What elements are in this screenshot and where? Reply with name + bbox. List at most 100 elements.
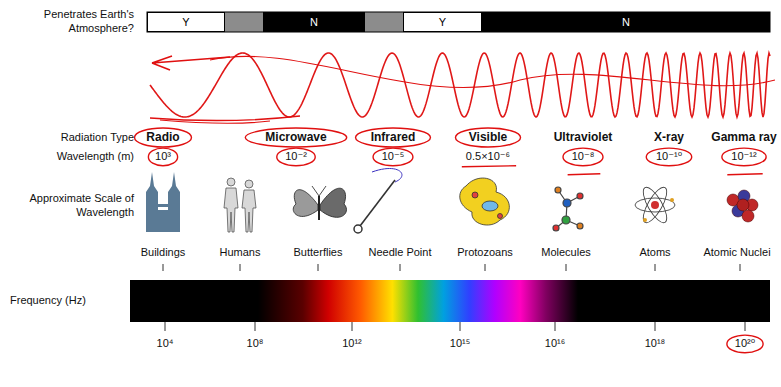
orbit bbox=[635, 198, 675, 212]
wavelength-value: 10⁻¹² bbox=[731, 150, 756, 164]
atom bbox=[577, 223, 583, 229]
body bbox=[242, 190, 256, 232]
skybridge bbox=[156, 204, 170, 207]
bar-outline bbox=[147, 12, 770, 32]
atmosphere-band: N bbox=[263, 12, 365, 32]
vacuole bbox=[498, 214, 503, 219]
partial-band bbox=[225, 12, 263, 32]
ink-underline bbox=[568, 174, 601, 175]
wavelength-value: 10⁻⁸ bbox=[572, 150, 595, 164]
proton bbox=[737, 199, 749, 211]
ink-ring bbox=[373, 148, 413, 166]
radiation-type: Radio bbox=[146, 130, 179, 145]
radiation-type: Infrared bbox=[371, 130, 416, 145]
ink-ring bbox=[135, 128, 192, 147]
atom-icon bbox=[635, 184, 675, 226]
head bbox=[245, 180, 253, 188]
row-heading: Penetrates Earth's Atmosphere? bbox=[9, 8, 134, 36]
orbit bbox=[639, 184, 671, 226]
axis-title: Frequency (Hz) bbox=[10, 294, 86, 308]
row-heading: Approximate Scale of Wavelength bbox=[24, 192, 134, 220]
ink-ring bbox=[727, 335, 763, 353]
bond bbox=[556, 190, 580, 228]
electron bbox=[643, 218, 647, 222]
needle bbox=[360, 180, 395, 226]
scale-name: Atoms bbox=[639, 246, 670, 260]
band-letter: Y bbox=[182, 16, 189, 28]
row-heading: Radiation Type bbox=[61, 131, 134, 145]
atmosphere-band: N bbox=[482, 12, 770, 32]
thread-line bbox=[372, 169, 402, 183]
wavelength-value: 0.5×10⁻⁶ bbox=[466, 150, 510, 164]
atom bbox=[577, 193, 583, 199]
atom bbox=[553, 225, 559, 231]
ink-stroke bbox=[210, 56, 775, 87]
ink-ring bbox=[455, 128, 520, 147]
annotation-ink bbox=[150, 56, 775, 182]
wing bbox=[320, 188, 347, 217]
atmosphere-band: Y bbox=[403, 12, 482, 32]
needle-eye bbox=[354, 225, 362, 233]
ink-ring bbox=[277, 148, 315, 166]
scale-name: Molecules bbox=[541, 246, 591, 260]
frequency-value: 10⁴ bbox=[157, 337, 174, 351]
nucleus bbox=[651, 201, 659, 209]
radiation-type: Microwave bbox=[265, 130, 326, 145]
cell bbox=[460, 178, 510, 225]
ink-stroke bbox=[150, 116, 300, 121]
radiation-type: X-ray bbox=[654, 130, 684, 145]
tick bbox=[165, 322, 745, 331]
atmosphere-bar bbox=[147, 12, 770, 32]
atom bbox=[555, 187, 561, 193]
wavelength-value: 10⁻¹⁰ bbox=[656, 150, 682, 164]
molecule-icon bbox=[553, 187, 583, 231]
ink-ring bbox=[245, 128, 346, 147]
wave-line bbox=[150, 53, 770, 117]
wing bbox=[293, 190, 318, 217]
ink-ring bbox=[646, 148, 691, 166]
frequency-value: 10¹⁵ bbox=[450, 337, 470, 351]
tower bbox=[158, 210, 168, 232]
band-letter: Y bbox=[439, 16, 446, 28]
ink-underline bbox=[462, 166, 516, 167]
band-letter: N bbox=[622, 16, 630, 28]
scale-name: Needle Point bbox=[369, 246, 432, 260]
ink-ring bbox=[563, 148, 603, 166]
frequency-value: 10¹⁶ bbox=[545, 337, 565, 351]
ink-ring bbox=[722, 148, 766, 166]
orbit bbox=[639, 184, 671, 226]
proton bbox=[742, 210, 754, 222]
tick bbox=[163, 264, 740, 271]
band-letter: N bbox=[310, 16, 318, 28]
needle-icon bbox=[354, 180, 395, 233]
wavelength-value: 10⁻⁵ bbox=[382, 150, 405, 164]
vacuole bbox=[472, 192, 478, 198]
scale-name: Butterflies bbox=[294, 246, 343, 260]
frequency-ticks bbox=[165, 322, 745, 331]
atom bbox=[562, 216, 570, 224]
tower bbox=[146, 172, 158, 232]
head bbox=[227, 178, 235, 186]
wavelength-value: 10⁻² bbox=[285, 150, 307, 164]
body bbox=[318, 196, 320, 220]
atmosphere-band: Y bbox=[147, 12, 225, 32]
partial-band bbox=[365, 12, 403, 32]
scale-name: Buildings bbox=[141, 246, 186, 260]
scale-name: Atomic Nuclei bbox=[703, 246, 770, 260]
frequency-value: 10²⁰ bbox=[735, 337, 755, 351]
frequency-value: 10¹² bbox=[342, 337, 362, 351]
body bbox=[224, 188, 238, 232]
scale-ticks bbox=[163, 264, 740, 271]
buildings-icon bbox=[146, 172, 180, 232]
ink-ring bbox=[356, 128, 431, 147]
frequency-value: 10¹⁸ bbox=[645, 337, 666, 351]
nucleus-icon bbox=[727, 190, 758, 222]
nucleus bbox=[482, 201, 498, 211]
ink-ring bbox=[148, 148, 177, 166]
tower bbox=[168, 172, 180, 232]
ink-stroke bbox=[160, 120, 270, 123]
frequency-value: 10⁸ bbox=[247, 337, 264, 351]
frequency-bar bbox=[130, 280, 770, 322]
row-heading: Wavelength (m) bbox=[57, 150, 134, 164]
